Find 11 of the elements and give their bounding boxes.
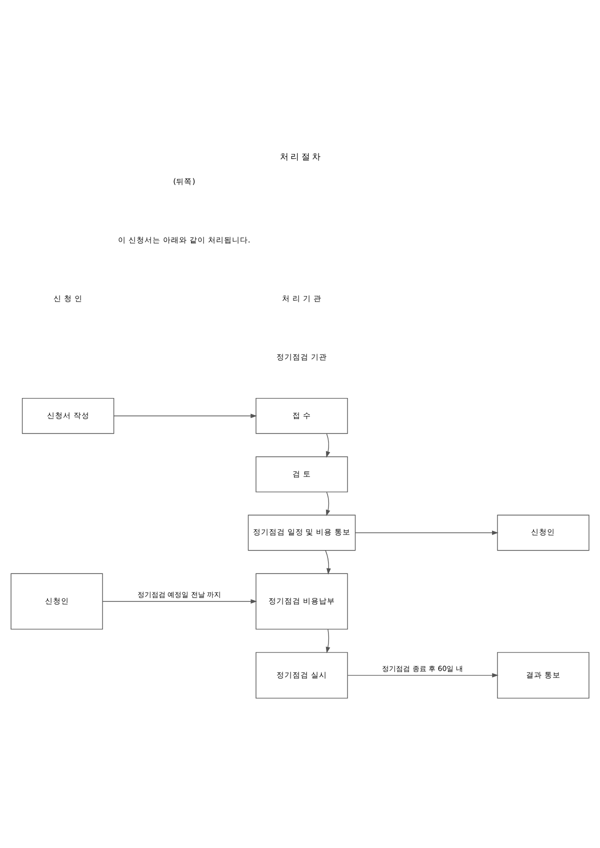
arrow: [326, 492, 330, 516]
edge-label: 정기점검 종료 후 60일 내: [382, 664, 463, 674]
edge-label: 정기점검 예정일 전날 까지: [137, 590, 222, 600]
arrow: [347, 673, 498, 678]
arrow: [114, 414, 257, 418]
diagram-title: 처 리 절 차: [280, 151, 320, 162]
arrow: [326, 628, 330, 654]
arrow: [102, 599, 258, 604]
arrow: [325, 550, 331, 575]
arrow: [354, 530, 498, 535]
arrow: [326, 433, 330, 458]
